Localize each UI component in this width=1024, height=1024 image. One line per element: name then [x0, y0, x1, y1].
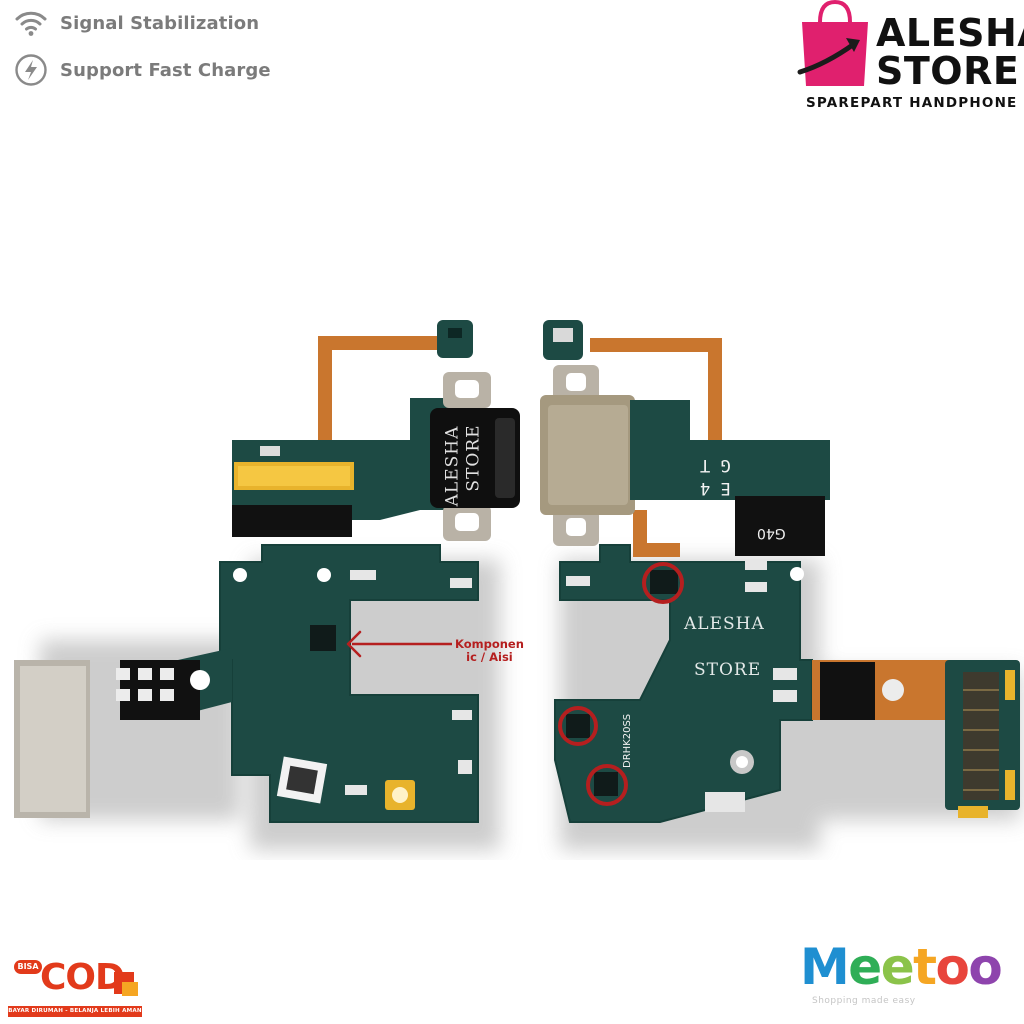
lightning-bolt-icon — [14, 53, 48, 87]
watermark-left-2: STORE — [463, 424, 484, 492]
wifi-signal-icon — [14, 6, 48, 40]
cod-strip: BAYAR DIRUMAH - BELANJA LEBIH AMAN — [8, 1006, 142, 1017]
right-board — [540, 320, 1020, 823]
meetoo-letter: t — [913, 938, 937, 996]
feature-fast-charge: Support Fast Charge — [14, 53, 271, 87]
board-mark-e4: E 4 — [700, 478, 731, 498]
meetoo-letter: e — [880, 938, 915, 996]
watermark-left-1: ALESHA — [442, 425, 463, 507]
board-mark-g40: G40 — [757, 525, 786, 541]
meetoo-letter: e — [848, 938, 882, 996]
feature-signal-stabilization: Signal Stabilization — [14, 6, 259, 40]
charging-port-board-image — [14, 320, 1020, 850]
watermark-right-2: STORE — [694, 660, 762, 680]
cod-bisa-badge: BISA — [14, 960, 42, 974]
annotation-line2: ic / Aisi — [466, 650, 513, 665]
meetoo-letter: o — [968, 938, 1002, 996]
meetoo-logo: Meetoo — [800, 942, 1003, 992]
delivery-box-icon — [112, 968, 140, 1003]
feature-label: Support Fast Charge — [60, 59, 271, 81]
annotation-arrow — [346, 630, 452, 658]
brand-name-line2: STORE — [876, 49, 1020, 93]
cod-label: COD — [40, 957, 125, 998]
annotation-line1: Komponen — [455, 637, 524, 651]
shopping-bag-icon — [796, 0, 874, 97]
watermark-right-1: ALESHA — [684, 614, 765, 634]
meetoo-letter: o — [935, 938, 970, 996]
flex-cable — [318, 336, 448, 440]
left-board — [14, 320, 520, 823]
board-mark-code: DRHK20SS — [622, 713, 633, 768]
feature-label: Signal Stabilization — [60, 12, 260, 34]
annotation-label: Komponen ic / Aisi — [455, 637, 524, 665]
board-mark-gt: G T — [700, 455, 731, 475]
meetoo-letter: M — [800, 938, 850, 996]
meetoo-tagline: Shopping made easy — [812, 996, 916, 1006]
brand-name-line1: ALESHA — [876, 11, 1024, 55]
brand-tagline: SPAREPART HANDPHONE — [806, 95, 1018, 111]
